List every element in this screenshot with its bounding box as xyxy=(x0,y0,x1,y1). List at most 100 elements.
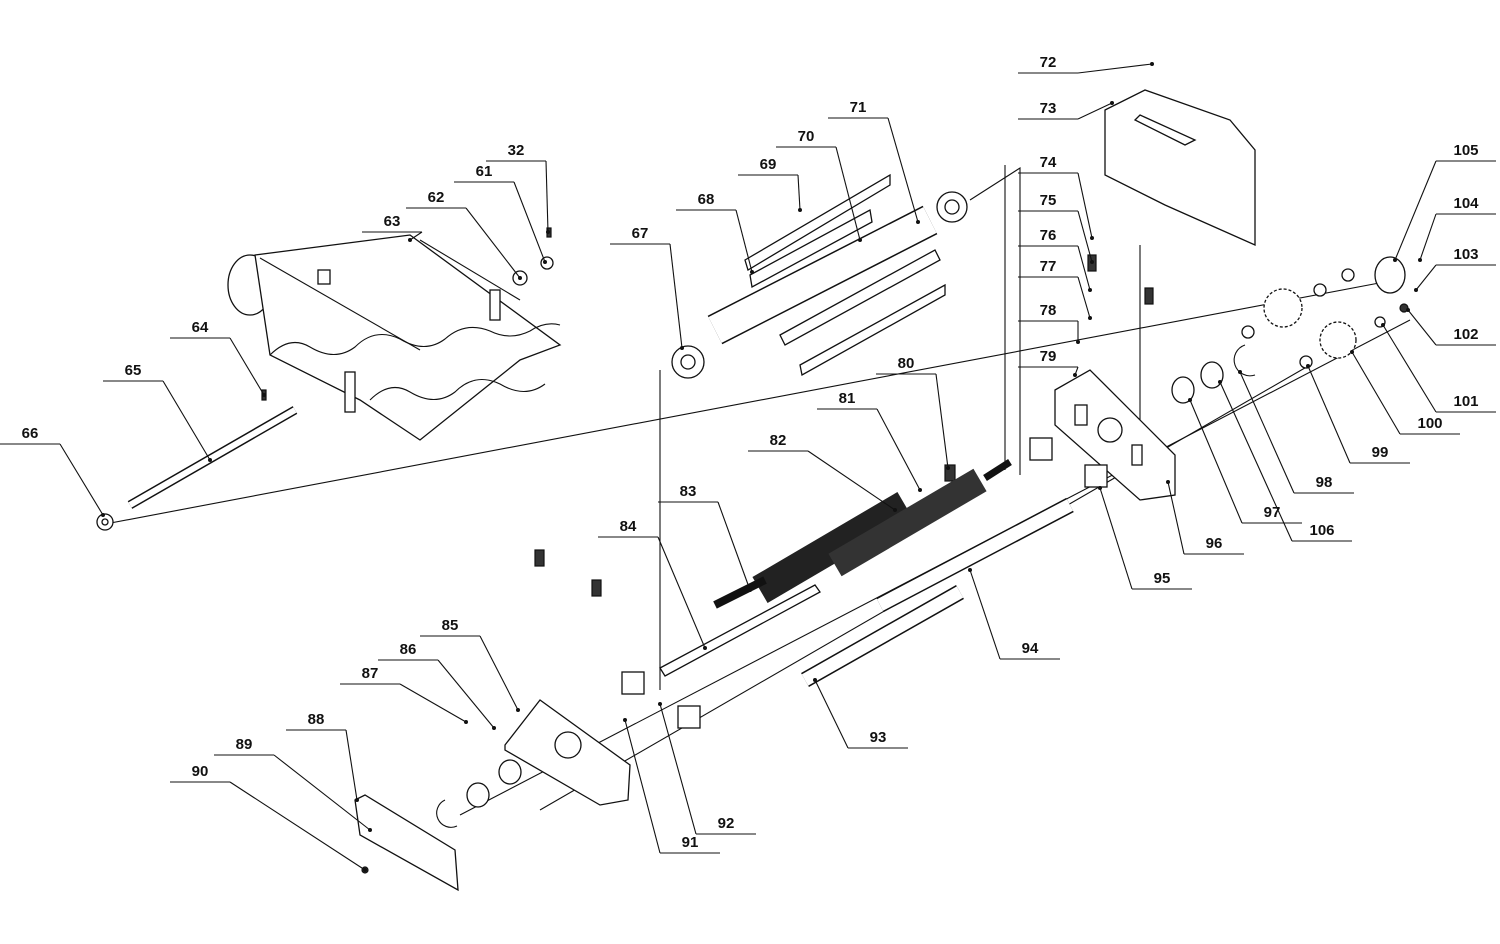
callout-label: 79 xyxy=(1040,348,1057,365)
callout-label: 100 xyxy=(1417,415,1442,432)
leader-line xyxy=(1167,481,1185,555)
callout-74: 74 xyxy=(1018,154,1094,240)
callout-label: 88 xyxy=(308,711,325,728)
callout-81: 81 xyxy=(817,390,922,492)
callout-70: 70 xyxy=(776,128,862,242)
leader-dot xyxy=(1418,258,1422,262)
leader-line xyxy=(669,243,683,349)
callout-72: 72 xyxy=(1018,54,1154,74)
callout-label: 64 xyxy=(192,319,209,336)
callout-label: 73 xyxy=(1040,100,1057,117)
callout-32: 32 xyxy=(486,142,550,234)
sprocket xyxy=(1263,288,1303,328)
leader-line xyxy=(717,501,751,591)
plate-97 xyxy=(1171,376,1195,404)
washer xyxy=(466,782,490,808)
callout-label: 74 xyxy=(1040,154,1057,171)
callout-83: 83 xyxy=(658,483,752,592)
leader-dot xyxy=(893,508,897,512)
leader-dot xyxy=(1088,288,1092,292)
leader-dot xyxy=(1393,258,1397,262)
leader-line xyxy=(59,443,104,516)
callout-103: 103 xyxy=(1414,246,1496,292)
callout-label: 61 xyxy=(476,163,493,180)
leader-line xyxy=(1407,309,1437,346)
washer-99 xyxy=(1299,355,1313,369)
leader-dot xyxy=(543,260,547,264)
leader-line xyxy=(437,659,495,729)
callout-label: 91 xyxy=(682,834,699,851)
outfeed-roller-82 xyxy=(828,468,987,577)
leader-dot xyxy=(858,238,862,242)
leader-dot xyxy=(750,270,754,274)
callout-label: 82 xyxy=(770,432,787,449)
leader-line xyxy=(1239,371,1295,494)
leader-line xyxy=(935,373,949,469)
callout-106: 106 xyxy=(1218,380,1352,542)
leader-dot xyxy=(363,868,367,872)
callout-label: 96 xyxy=(1206,535,1223,552)
callout-92: 92 xyxy=(658,702,756,835)
leader-line xyxy=(345,729,358,801)
cover-73 xyxy=(1104,89,1256,247)
pulley-105 xyxy=(1374,256,1406,294)
callout-label: 99 xyxy=(1372,444,1389,461)
bearing-block xyxy=(621,671,645,695)
leader-dot xyxy=(813,678,817,682)
callout-label: 78 xyxy=(1040,302,1057,319)
washer xyxy=(498,759,522,785)
leader-line xyxy=(887,117,919,223)
callout-90: 90 xyxy=(170,763,367,872)
spring xyxy=(534,549,545,567)
leader-dot xyxy=(1406,308,1410,312)
callout-label: 103 xyxy=(1453,246,1478,263)
leader-line xyxy=(657,536,706,649)
leader-line xyxy=(399,683,467,723)
leader-dot xyxy=(1306,364,1310,368)
leader-dot xyxy=(518,276,522,280)
leader-line xyxy=(229,781,366,871)
leader-dot xyxy=(1381,323,1385,327)
callout-69: 69 xyxy=(738,156,802,212)
side-plate-88 xyxy=(354,794,459,892)
leader-dot xyxy=(968,568,972,572)
washer xyxy=(1241,325,1255,339)
callout-label: 71 xyxy=(850,99,867,116)
callout-64: 64 xyxy=(170,319,266,397)
leader-line xyxy=(814,679,849,749)
leader-line xyxy=(1394,160,1437,261)
callout-98: 98 xyxy=(1238,370,1354,494)
callout-97: 97 xyxy=(1188,398,1302,524)
leader-dot xyxy=(748,588,752,592)
leader-line xyxy=(876,408,921,491)
callout-73: 73 xyxy=(1018,100,1114,120)
callout-91: 91 xyxy=(623,718,720,854)
callout-label: 32 xyxy=(508,142,525,159)
callout-75: 75 xyxy=(1018,192,1094,264)
callout-label: 90 xyxy=(192,763,209,780)
leader-dot xyxy=(464,720,468,724)
leader-dot xyxy=(798,208,802,212)
callout-label: 77 xyxy=(1040,258,1057,275)
bearing-block xyxy=(1029,437,1053,461)
bearing-block xyxy=(677,705,701,729)
leader-dot xyxy=(1238,370,1242,374)
callout-label: 92 xyxy=(718,815,735,832)
leader-dot xyxy=(516,708,520,712)
spring xyxy=(591,579,602,597)
leader-line xyxy=(162,380,211,461)
circlip-98 xyxy=(1233,344,1256,377)
leader-dot xyxy=(101,513,105,517)
leader-dot xyxy=(408,238,412,242)
callout-label: 65 xyxy=(125,362,142,379)
leader-line xyxy=(479,635,519,711)
axis-line xyxy=(99,279,1396,526)
callout-88: 88 xyxy=(286,711,359,802)
leader-dot xyxy=(1166,480,1170,484)
callout-label: 69 xyxy=(760,156,777,173)
leader-dot xyxy=(946,466,950,470)
leader-line xyxy=(1351,351,1401,435)
callout-label: 102 xyxy=(1453,326,1478,343)
circlip xyxy=(436,799,458,828)
